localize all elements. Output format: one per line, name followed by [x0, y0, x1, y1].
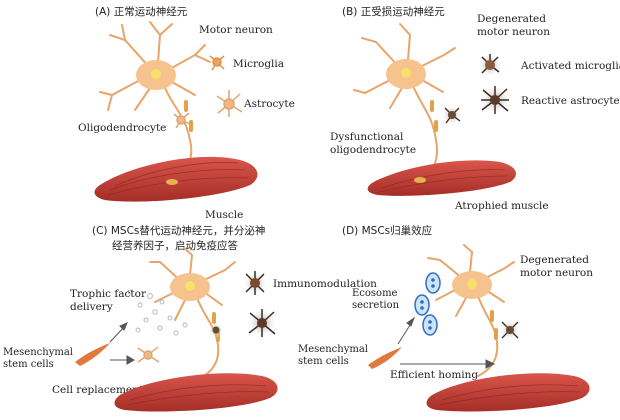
panel-c-title-2: 经营养因子，启动免疫应答: [112, 239, 238, 252]
label-cell-replacement: Cell replacement: [52, 384, 144, 396]
label-degenerated-d-1: Degenerated: [520, 254, 589, 266]
muscle-icon: [94, 156, 258, 202]
immuno-astrocyte-icon: [247, 308, 277, 338]
panel-b-title: (B) 正受损运动神经元: [342, 5, 445, 18]
label-activated-microglia: Activated microglia: [520, 60, 620, 72]
panel-c: (C) MSCs替代运动神经元，并分泌神 经营养因子，启动免疫应答: [3, 224, 377, 412]
trophic-vesicles: [127, 289, 188, 336]
arrows-c: [109, 322, 136, 365]
label-trophic-2: delivery: [70, 301, 113, 313]
label-immunomodulation: Immunomodulation: [273, 278, 377, 290]
arrows-d: [397, 316, 496, 369]
panel-d-title: (D) MSCs归巢效应: [342, 224, 433, 237]
panel-c-title-1: (C) MSCs替代运动神经元，并分泌神: [92, 224, 265, 237]
label-dysfunctional-1: Dysfunctional: [330, 131, 404, 143]
label-degenerated-1: Degenerated: [477, 13, 546, 25]
label-efficient-homing: Efficient homing: [390, 369, 478, 381]
panel-a-title: (A) 正常运动神经元: [95, 5, 188, 18]
label-msc-d-2: stem cells: [298, 356, 349, 367]
motor-neuron-icon: [99, 21, 211, 183]
atrophied-muscle-icon: [367, 160, 516, 196]
oligodendrocyte-icon: [173, 112, 191, 129]
label-degenerated-d-2: motor neuron: [520, 267, 593, 279]
label-atrophied-muscle: Atrophied muscle: [454, 200, 549, 212]
astrocyte-icon: [216, 90, 243, 117]
glia-d-icon: [500, 320, 520, 340]
label-exosome-2: secretion: [352, 300, 400, 311]
immuno-glia-icon: [243, 271, 267, 295]
label-reactive-astrocyte: Reactive astrocyte: [521, 95, 620, 107]
muscle-d-icon: [426, 373, 590, 412]
label-exosome-1: Ecosome: [352, 288, 398, 299]
label-motor-neuron: Motor neuron: [199, 24, 273, 36]
label-msc-c-2: stem cells: [3, 359, 54, 370]
immuno-small-glia-icon: [208, 322, 224, 338]
label-dysfunctional-2: oligodendrocyte: [330, 144, 416, 156]
label-trophic-1: Trophic factor: [70, 288, 147, 300]
muscle-c-icon: [114, 373, 278, 412]
label-microglia: Microglia: [233, 58, 284, 70]
label-muscle: Muscle: [205, 209, 243, 221]
activated-microglia-icon: [478, 53, 502, 77]
label-oligodendrocyte: Oligodendrocyte: [78, 122, 166, 134]
exosome-icon: [414, 272, 441, 336]
msc-d-cell-icon: [368, 347, 402, 369]
panel-a: (A) 正常运动神经元: [78, 5, 295, 221]
msc-cell-icon: [75, 343, 110, 366]
panel-b: (B) 正受损运动神经元: [330, 5, 620, 212]
panel-d: (D) MSCs归巢效应: [298, 224, 593, 412]
microglia-icon: [209, 55, 225, 71]
label-astrocyte: Astrocyte: [243, 98, 295, 110]
label-msc-d-1: Mesenchymal: [298, 344, 368, 355]
degenerated-neuron-icon: [353, 23, 456, 183]
msc-neuron-icon: [149, 247, 236, 379]
label-degenerated-2: motor neuron: [477, 26, 550, 38]
label-msc-c-1: Mesenchymal: [3, 347, 73, 358]
new-cell-icon: [137, 346, 160, 363]
degenerated-neuron-d-icon: [427, 244, 515, 377]
dysfunctional-oligodendrocyte-icon: [442, 105, 462, 125]
reactive-astrocyte-icon: [480, 85, 510, 115]
